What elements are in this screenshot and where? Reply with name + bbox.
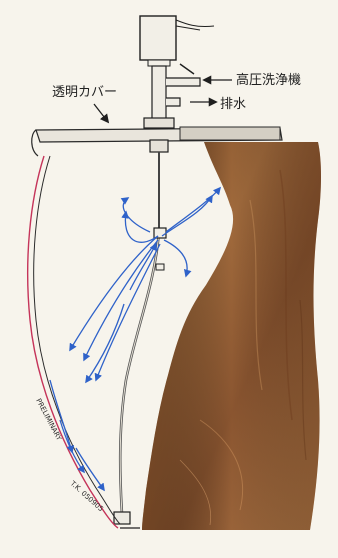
- label-high-pressure-washer: 高圧洗浄機: [236, 72, 301, 88]
- label-transparent-cover: 透明カバー: [52, 85, 117, 100]
- label-drain: 排水: [220, 97, 246, 112]
